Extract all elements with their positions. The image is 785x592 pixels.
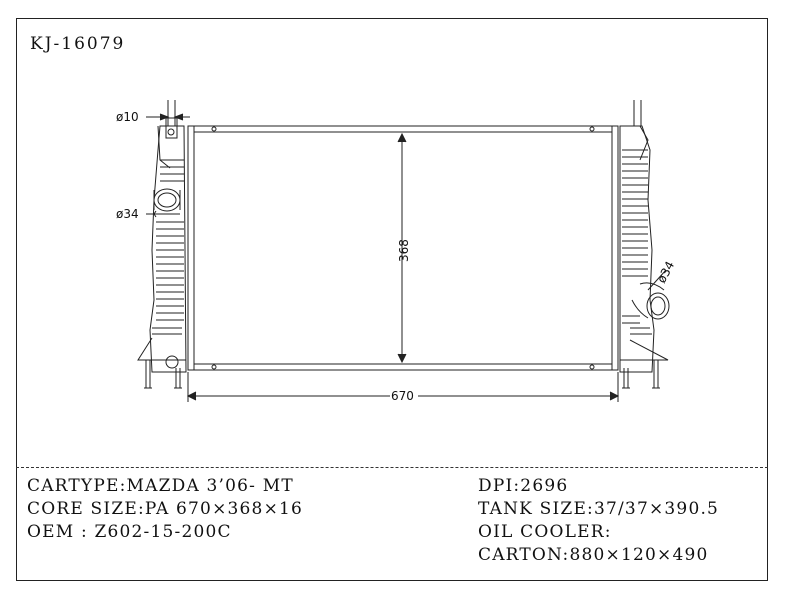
inlet-diameter-label: ø34 <box>116 207 139 221</box>
radiator-drawing: ø10 ø34 ø34 368 670 <box>116 100 677 403</box>
spec-oem: OEM : Z602-15-200C <box>27 522 232 542</box>
width-dimension <box>186 372 620 402</box>
core-width-label: 670 <box>391 389 414 403</box>
core-height-label: 368 <box>397 239 411 262</box>
diameter-leaders <box>146 113 667 291</box>
outlet-diameter-label: ø34 <box>654 259 677 286</box>
spec-core-size: CORE SIZE:PA 670×368×16 <box>27 499 304 519</box>
spec-oil-cooler: OIL COOLER: <box>478 522 612 542</box>
spec-carton: CARTON:880×120×490 <box>478 545 709 565</box>
height-dimension <box>397 132 407 364</box>
drawing-frame <box>16 18 768 581</box>
pipe-diameter-label: ø10 <box>116 110 139 124</box>
spec-tank-size: TANK SIZE:37/37×390.5 <box>478 499 720 519</box>
radiator-core <box>187 125 619 371</box>
spec-cartype: CARTYPE:MAZDA 3’06- MT <box>27 476 294 496</box>
spec-dpi: DPI:2696 <box>478 476 569 496</box>
left-tank <box>137 100 187 389</box>
spec-divider <box>16 467 768 468</box>
model-code: KJ-16079 <box>30 34 126 54</box>
right-tank <box>619 100 670 389</box>
